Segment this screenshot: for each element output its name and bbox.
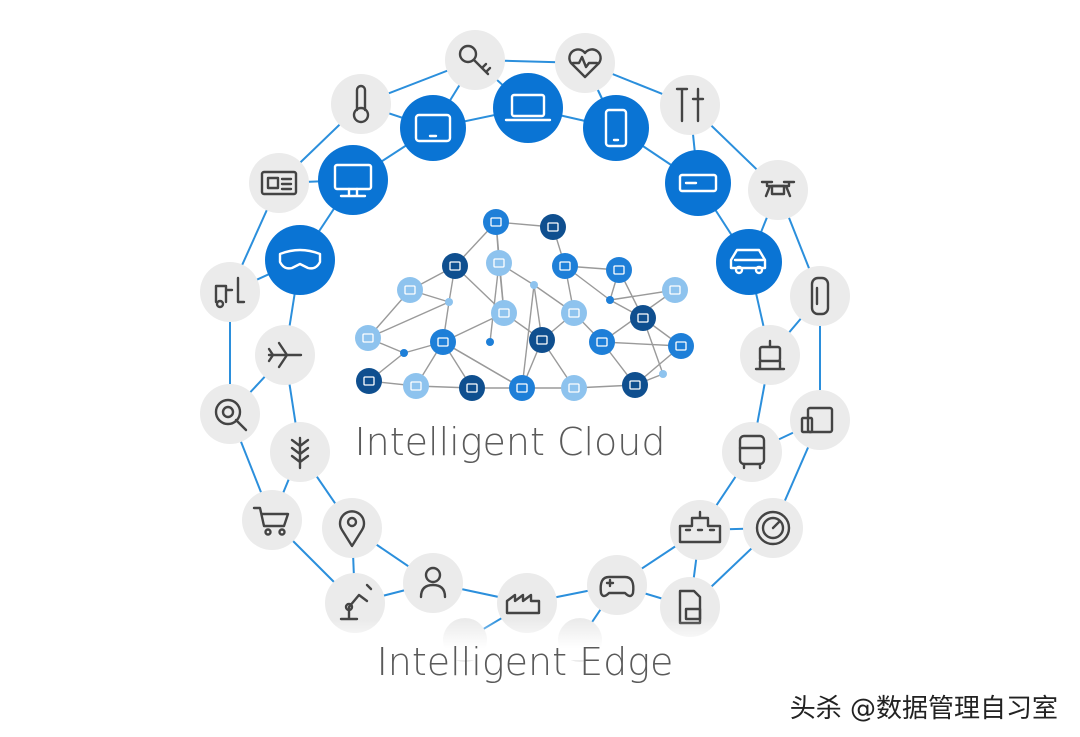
robot-icon xyxy=(740,325,800,385)
network-node xyxy=(430,329,456,355)
network-link xyxy=(442,341,523,389)
network-node xyxy=(486,250,512,276)
factory-icon xyxy=(497,573,557,633)
phone-icon xyxy=(583,95,649,161)
network-node xyxy=(509,375,535,401)
network-node xyxy=(491,300,517,326)
network-node xyxy=(630,305,656,331)
network-node xyxy=(606,296,614,304)
gauge-icon xyxy=(743,498,803,558)
network-node xyxy=(530,281,538,289)
network-node xyxy=(606,257,632,283)
network-link xyxy=(601,341,682,347)
network-node xyxy=(659,370,667,378)
network-node xyxy=(442,253,468,279)
drone-icon xyxy=(748,160,808,220)
chip-icon xyxy=(790,390,850,450)
bottom-fade xyxy=(200,620,880,660)
network-node xyxy=(561,375,587,401)
network-node xyxy=(561,300,587,326)
network-node xyxy=(459,375,485,401)
network-node xyxy=(552,253,578,279)
car-icon xyxy=(716,229,782,295)
network-node xyxy=(403,373,429,399)
newspaper-icon xyxy=(249,153,309,213)
cloud-network-nodes xyxy=(355,209,694,401)
network-node xyxy=(483,209,509,235)
server-icon xyxy=(665,150,731,216)
network-node xyxy=(662,277,688,303)
network-link xyxy=(489,262,500,343)
ring-connections xyxy=(229,59,821,641)
cart-icon xyxy=(242,490,302,550)
robot-arm-icon xyxy=(325,573,385,633)
network-node xyxy=(356,368,382,394)
monitor-icon xyxy=(318,145,388,215)
cloud-network-edges xyxy=(367,221,682,389)
laptop-icon xyxy=(493,73,563,143)
vr-headset-icon xyxy=(265,225,335,295)
tablet-icon xyxy=(400,95,466,161)
settings-icon xyxy=(200,384,260,444)
wheat-icon xyxy=(270,422,330,482)
network-link xyxy=(521,284,535,389)
tools-icon xyxy=(660,75,720,135)
edge-device-icons xyxy=(200,30,850,662)
plane-icon xyxy=(255,325,315,385)
network-node xyxy=(355,325,381,351)
gamepad-icon xyxy=(587,555,647,615)
network-node xyxy=(540,214,566,240)
person-icon xyxy=(403,553,463,613)
network-node xyxy=(529,327,555,353)
network-node xyxy=(397,277,423,303)
network-node xyxy=(668,333,694,359)
watermark: 头杀 @数据管理自习室 xyxy=(789,694,1058,724)
thermometer-icon xyxy=(331,74,391,134)
bus-icon xyxy=(722,422,782,482)
network-node xyxy=(445,298,453,306)
building-icon xyxy=(670,500,730,560)
network-node xyxy=(486,338,494,346)
network-node xyxy=(400,349,408,357)
location-pin-icon xyxy=(322,498,382,558)
key-icon xyxy=(445,30,505,90)
cloud-title: Intelligent Cloud xyxy=(354,420,666,464)
network-node xyxy=(589,329,615,355)
fridge-icon xyxy=(790,266,850,326)
network-link xyxy=(367,301,450,339)
heart-monitor-icon xyxy=(555,33,615,93)
network-node xyxy=(622,372,648,398)
forklift-icon xyxy=(200,262,260,322)
edge-title: Intelligent Edge xyxy=(376,640,674,684)
